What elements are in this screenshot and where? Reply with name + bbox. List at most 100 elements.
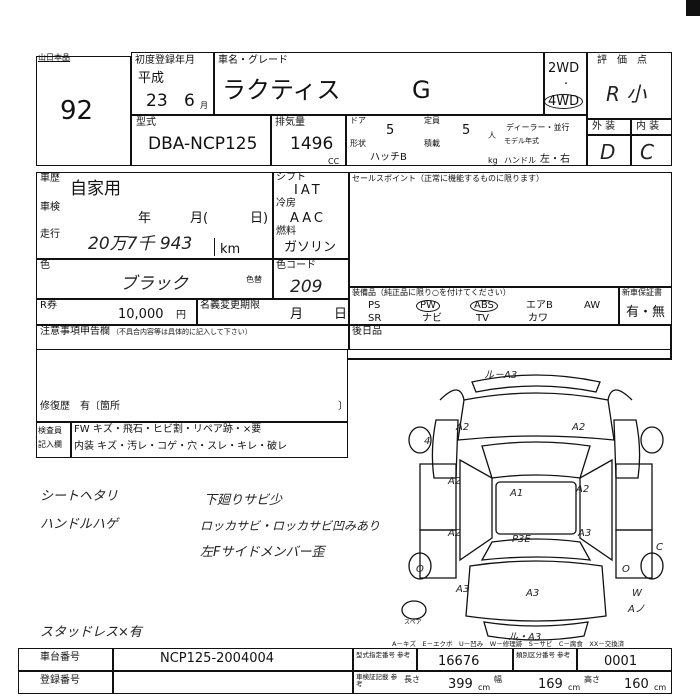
yen: 円 xyxy=(176,310,186,321)
inspection-year: 年 xyxy=(138,211,152,226)
diagram-mark: A1 xyxy=(509,488,523,499)
equipment-leather: カワ xyxy=(528,313,548,324)
equipment-navi: ナビ xyxy=(422,313,442,324)
shift-label: シフト xyxy=(276,172,306,183)
height-label: 高さ xyxy=(584,675,600,684)
category: 0001 xyxy=(604,654,638,669)
capacity: 5 xyxy=(462,123,471,138)
equipment-sr: SR xyxy=(368,313,382,324)
reg-month: 6 xyxy=(184,91,195,111)
equipment-tv: TV xyxy=(476,313,489,324)
width-label: 幅 xyxy=(494,675,502,684)
handle-label: ハンドル xyxy=(504,156,536,165)
note-bottom: スタッドレス×有 xyxy=(40,625,142,640)
shape-label: 形状 xyxy=(350,139,366,148)
load-label: 積載 xyxy=(424,139,440,148)
corner-mark xyxy=(686,0,700,16)
note-left-1: シートヘタリ xyxy=(40,489,119,504)
expiry-day: 日 xyxy=(334,307,348,322)
car-diagram: ル－A3 A2 A2 4 A2 A1 A2 A2 A3 P3E C O O A3… xyxy=(401,370,664,643)
color-code-label: 色コード xyxy=(276,260,316,271)
capacity-label: 定員 xyxy=(424,116,440,125)
interior-grade: C xyxy=(640,140,654,164)
equipment-airbag: エアB xyxy=(526,300,553,311)
diagram-mark: W xyxy=(632,588,643,599)
expiry-month: 月 xyxy=(290,307,304,322)
car-name-label: 車名・グレード xyxy=(218,55,288,66)
load-unit: kg xyxy=(488,156,498,165)
mileage: 20万7千 943 xyxy=(88,234,193,254)
note-left-2: ハンドルハゲ xyxy=(40,517,119,532)
length-unit: cm xyxy=(478,683,491,692)
specs-box xyxy=(36,172,672,350)
diagram-mark: A2 xyxy=(455,422,469,433)
note-right-3: 左Fサイドメンバー歪 xyxy=(200,545,325,560)
spare-label: スペア xyxy=(404,619,422,626)
header-box xyxy=(131,52,587,166)
diagram-mark: A3 xyxy=(525,588,539,599)
lot-number: 92 xyxy=(60,96,94,126)
width-unit: cm xyxy=(568,683,581,692)
color-code: 209 xyxy=(290,277,323,297)
diagram-mark: A3 xyxy=(577,528,591,539)
diagram-mark: O xyxy=(416,564,424,575)
repair-label: 修復歴 有〔箇所 xyxy=(40,401,120,412)
inspection-label: 車検 xyxy=(40,202,60,213)
diagram-mark: ル・A3 xyxy=(508,632,541,643)
grade: G xyxy=(412,76,431,104)
diagram-mark: P3E xyxy=(512,534,531,545)
door-label: ドア xyxy=(350,116,366,125)
interior-line: 内装 キズ・汚レ・コゲ・穴・スレ・キレ・破レ xyxy=(74,441,288,452)
chassis-number: NCP125-2004004 xyxy=(160,651,275,666)
history: 自家用 xyxy=(70,179,121,199)
inspection-day: 日) xyxy=(250,211,269,226)
diagram-mark: A3 xyxy=(455,584,469,595)
drive-4wd: 4WD xyxy=(544,94,584,109)
color: ブラック xyxy=(120,274,188,294)
expiry-label: 名義変更期限 xyxy=(200,300,260,311)
ac-label: 冷房 xyxy=(276,198,296,209)
diagram-mark: A2 xyxy=(571,422,585,433)
displacement-unit: CC xyxy=(328,157,340,166)
equipment-aw: AW xyxy=(584,300,601,311)
displacement-label: 排気量 xyxy=(275,117,305,128)
exterior-label: 外 装 xyxy=(592,121,616,132)
width: 169 xyxy=(538,677,563,692)
interior-label: 内 装 xyxy=(636,121,660,132)
lot-box xyxy=(36,56,131,166)
capacity-unit: 人 xyxy=(488,131,496,140)
repair-close: 〕 xyxy=(338,401,348,412)
rating-value: R 小 xyxy=(606,82,647,106)
warranty-label: 新車保証書 xyxy=(622,288,662,297)
month-unit: 月 xyxy=(200,101,208,110)
equipment-ps: PS xyxy=(368,300,381,311)
sales-point-label: セールスポイント（正常に機能するものに限ります） xyxy=(352,174,544,183)
reg-year: 23 xyxy=(146,91,168,111)
diagram-mark: O xyxy=(622,564,630,575)
fuel: ガソリン xyxy=(284,240,337,255)
cert-label: 車検証記載 参考 xyxy=(356,673,398,688)
color-swap-label: 色替 xyxy=(246,275,262,284)
notes-label: 注意事項申告欄 xyxy=(40,326,110,337)
model-year-label: モデル年式 xyxy=(504,137,539,145)
ac: AAC xyxy=(290,211,326,226)
color-label: 色 xyxy=(40,260,50,271)
equipment-label: 装備品（純正品に限り○を付けてください） xyxy=(352,288,511,297)
diagram-mark: 4 xyxy=(424,436,430,447)
model-code: DBA-NCP125 xyxy=(148,134,258,154)
handle: 左・右 xyxy=(540,154,570,165)
recycle-fee: 10,000 xyxy=(118,307,164,322)
mileage-unit: km xyxy=(220,242,241,257)
type-designation-label: 型式指定番号 参考 xyxy=(356,651,411,659)
after-label: 後日品 xyxy=(352,326,382,337)
car-name: ラクティス xyxy=(222,76,341,104)
notes-sub: （不具合内容等は具体的に記入して下さい） xyxy=(112,328,252,336)
history-label: 車歴 xyxy=(40,173,60,184)
inspector-label: 検査員 xyxy=(38,426,62,435)
diagram-mark: Aノ xyxy=(627,604,645,615)
recycle-label: R券 xyxy=(40,300,57,311)
era: 平成 xyxy=(138,71,165,86)
notes-box xyxy=(36,350,348,422)
chassis-label: 車台番号 xyxy=(40,652,80,663)
exterior-grade: D xyxy=(600,140,616,164)
